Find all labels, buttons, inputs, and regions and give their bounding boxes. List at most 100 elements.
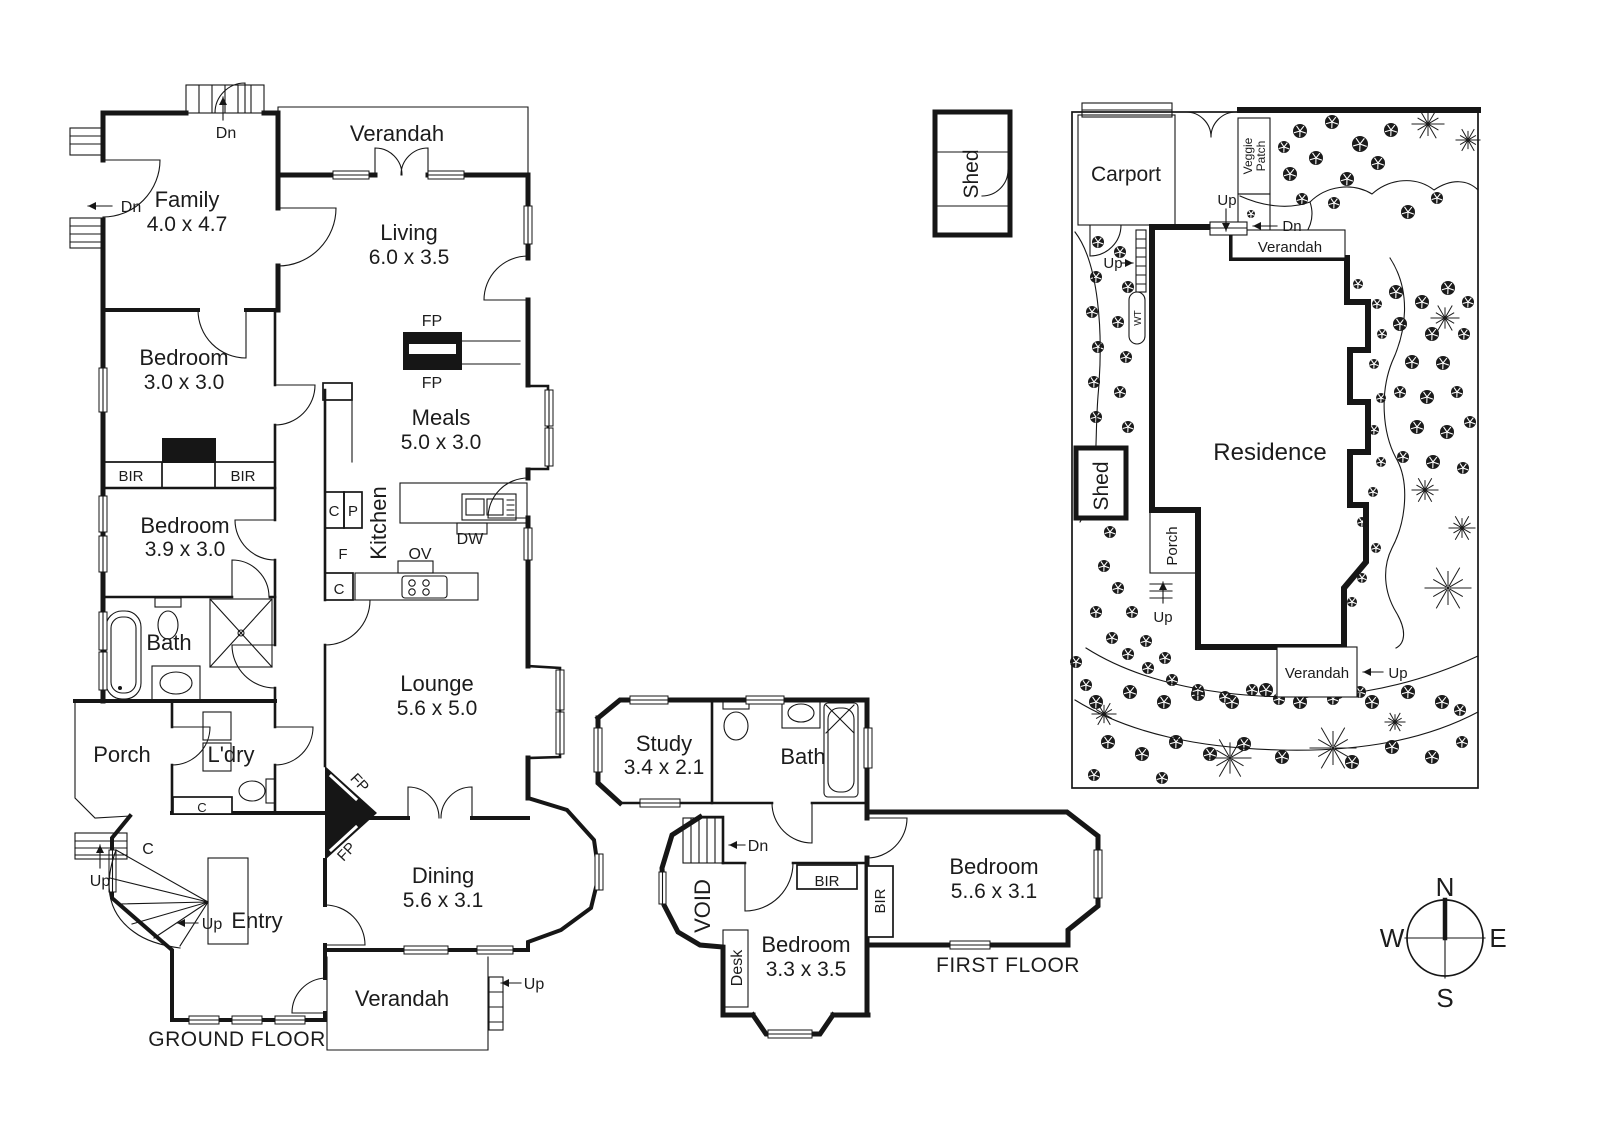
window	[1093, 849, 1103, 899]
shrub-symbol	[1353, 279, 1363, 289]
compass-rose: N S W E	[1380, 872, 1507, 1013]
door-swing	[324, 599, 371, 646]
shrub-symbol	[1092, 236, 1104, 248]
window	[544, 427, 554, 467]
cupboard4-label: C	[142, 841, 154, 858]
room-label-bedroom2: Bedroom	[140, 513, 229, 538]
shrub-symbol	[1401, 205, 1415, 219]
shrub-symbol	[1458, 328, 1470, 340]
shrub-symbol	[1425, 750, 1439, 764]
shrub-symbol	[1169, 735, 1183, 749]
desk-box	[722, 929, 749, 1008]
toilet-laundry	[238, 780, 266, 802]
shrub-symbol	[1293, 124, 1307, 138]
room-label-family: Family	[155, 187, 220, 212]
shrub-symbol	[1112, 316, 1124, 328]
fridge-label: F	[338, 546, 347, 563]
shed-top-box	[932, 109, 1013, 238]
shrub-symbol	[1225, 695, 1239, 709]
first-floor-title: FIRST FLOOR	[936, 954, 1080, 977]
tree-symbol	[1424, 567, 1472, 609]
dw-label: DW	[457, 531, 485, 548]
room-label-kitchen: Kitchen	[366, 486, 391, 559]
carport-box	[1077, 114, 1176, 226]
void-label: VOID	[690, 879, 715, 933]
bir-side-box	[866, 865, 894, 938]
direction-arrow	[96, 844, 104, 869]
stairs-first-floor	[682, 817, 724, 864]
shrub-symbol	[1101, 735, 1115, 749]
direction-arrow	[1252, 222, 1278, 230]
shrub-symbol	[1436, 356, 1450, 370]
fp-lower-label: FP	[422, 375, 442, 392]
room-dims-bedroom-large: 5..6 x 3.1	[951, 880, 1037, 903]
room-label-living: Living	[380, 220, 437, 245]
shrub-symbol	[1384, 123, 1398, 137]
shrub-symbol	[1365, 695, 1379, 709]
window	[555, 711, 565, 755]
kitchen-bench	[354, 572, 479, 601]
verandah-bottom-site-label: Verandah	[1285, 665, 1349, 682]
room-label-porch: Porch	[93, 742, 150, 767]
shrub-symbol	[1122, 281, 1134, 293]
residence-label: Residence	[1213, 439, 1326, 466]
shrub-symbol	[1089, 695, 1103, 709]
room-label-bath: Bath	[146, 630, 191, 655]
room-label-bedroom1: Bedroom	[139, 345, 228, 370]
door-swing	[374, 147, 403, 176]
stair-treads	[108, 849, 181, 949]
door-swing	[744, 862, 794, 912]
window	[594, 853, 604, 891]
shrub-symbol	[1123, 685, 1137, 699]
shrub-symbol	[1394, 386, 1406, 398]
direction-arrow	[219, 96, 227, 121]
shrub-symbol	[1357, 573, 1367, 583]
window	[231, 1015, 263, 1025]
stair-landing	[207, 857, 249, 945]
shrub-symbol	[1426, 455, 1440, 469]
shrub-symbol	[1114, 246, 1126, 258]
stair-treads	[109, 849, 209, 947]
window	[523, 527, 533, 561]
room-dims-bedroom1: 3.0 x 3.0	[144, 371, 225, 394]
first-floor-plan: Study 3.4 x 2.1 Bath Dn BIR BIR Bedroom …	[594, 697, 1101, 1037]
pantry-box	[343, 491, 363, 529]
shrub-symbol	[1120, 351, 1132, 363]
shrub-symbol	[1352, 136, 1368, 152]
window	[98, 651, 108, 691]
stair-treads	[69, 135, 104, 145]
window	[949, 940, 991, 950]
shrub-symbol	[1135, 747, 1149, 761]
window	[555, 669, 565, 711]
fireplace-dining	[325, 766, 377, 860]
shrub-symbol	[1157, 695, 1171, 709]
shrub-symbol	[1340, 172, 1354, 186]
tree-symbol	[1384, 712, 1406, 732]
shrub-symbol	[1325, 115, 1339, 129]
up-entry-label: Up	[202, 916, 223, 933]
shrub-symbol	[1393, 317, 1407, 331]
bathtub-ff	[823, 702, 859, 798]
tree-symbol	[1309, 727, 1357, 769]
direction-arrow	[1120, 259, 1134, 267]
shrub-symbol	[1454, 704, 1466, 716]
closet-c	[172, 796, 233, 815]
basin	[151, 665, 201, 701]
shrub-symbol	[1140, 635, 1152, 647]
shrub-symbol	[1425, 327, 1439, 341]
up-porch-label: Up	[90, 873, 111, 890]
direction-arrow	[176, 919, 199, 927]
room-label-dining: Dining	[412, 863, 474, 888]
shed-top-label: Shed	[960, 149, 983, 198]
shrub-symbol	[1368, 487, 1378, 497]
shrub-symbol	[1088, 769, 1100, 781]
bir-side-label: BIR	[872, 888, 889, 913]
arrows-layer	[87, 96, 1384, 987]
sink	[461, 493, 517, 521]
door-swing	[274, 384, 316, 426]
shrub-symbol	[1456, 736, 1468, 748]
stair-flight	[69, 217, 104, 249]
door-swing	[400, 147, 429, 176]
compass-west: W	[1380, 923, 1405, 953]
